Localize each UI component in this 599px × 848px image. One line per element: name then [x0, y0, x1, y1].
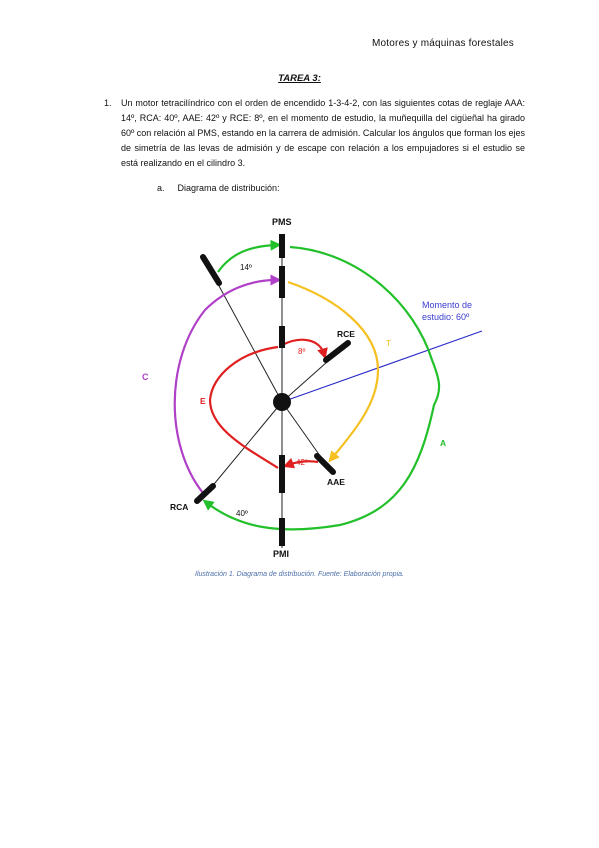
label-a: A	[440, 438, 446, 448]
escape-arc	[287, 280, 380, 463]
marker-pmi	[279, 518, 285, 546]
label-moment-2: estudio: 60º	[422, 312, 470, 322]
figure-caption: Ilustración 1. Diagrama de distribución.…	[195, 571, 404, 578]
marker-aae	[314, 453, 336, 475]
label-e: E	[200, 396, 206, 406]
admision-arc-main	[202, 245, 441, 531]
subitem-letter: a.	[157, 183, 165, 193]
expansion-arc-bottom	[282, 457, 319, 469]
compresion-arc	[173, 274, 282, 494]
page-header: Motores y máquinas forestales	[372, 38, 514, 49]
marker-aaa-vert	[279, 266, 285, 298]
marker-rca	[194, 483, 216, 504]
label-rca: RCA	[170, 502, 188, 512]
marker-mid-lower	[279, 455, 285, 493]
crankshaft-center	[273, 393, 291, 411]
label-aae: AAE	[327, 477, 345, 487]
marker-aaa	[200, 254, 222, 286]
admision-arc-top	[217, 239, 282, 273]
label-angle-aae: 42º	[296, 458, 308, 467]
label-rce: RCE	[337, 329, 355, 339]
subitem: a. Diagrama de distribución:	[157, 183, 280, 193]
marker-pms	[279, 234, 285, 258]
label-angle-rca: 40º	[236, 509, 248, 518]
label-angle-rce: 8º	[298, 347, 305, 356]
marker-rce	[323, 340, 351, 363]
label-c: C	[142, 372, 149, 382]
expansion-arc-left	[208, 345, 279, 469]
expansion-arc-top	[281, 338, 328, 360]
label-t: T	[386, 338, 391, 348]
question-text: Un motor tetracilíndrico con el orden de…	[121, 98, 526, 168]
label-moment-1: Momento de	[422, 300, 472, 310]
marker-mid-upper	[279, 326, 285, 348]
moment-line	[281, 330, 483, 403]
task-title: TAREA 3:	[278, 73, 321, 84]
question-number: 1.	[104, 98, 112, 108]
subitem-text: Diagrama de distribución:	[177, 183, 280, 193]
label-pmi: PMI	[273, 549, 289, 559]
label-pms: PMS	[272, 217, 292, 227]
axis-rca	[204, 401, 283, 496]
label-angle-top: 14º	[240, 263, 252, 272]
